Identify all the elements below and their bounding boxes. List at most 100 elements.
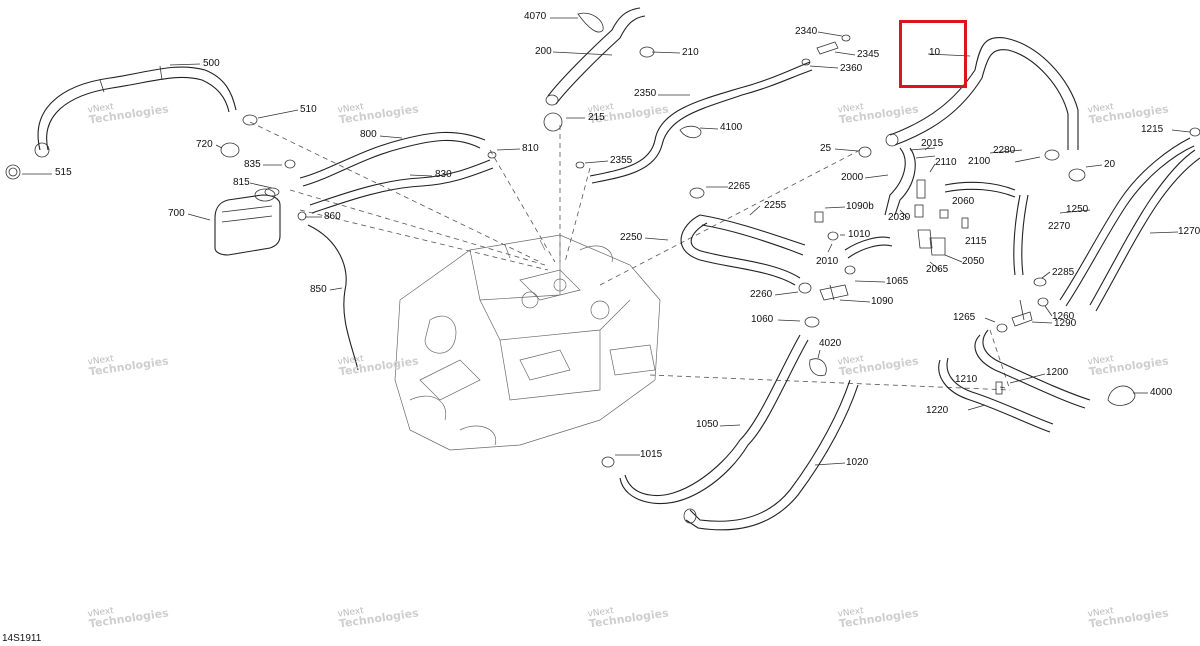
hose-1020 xyxy=(683,379,859,531)
part-label[interactable]: 4070 xyxy=(524,11,547,22)
part-label[interactable]: 1010 xyxy=(848,229,871,240)
part-label[interactable]: 2250 xyxy=(620,232,643,243)
part-label[interactable]: 10 xyxy=(929,47,941,58)
fitting-1210 xyxy=(995,381,1003,395)
clamp-2280 xyxy=(1044,149,1060,161)
clamp-1060 xyxy=(804,316,820,328)
part-label[interactable]: 2015 xyxy=(921,138,944,149)
part-label[interactable]: 800 xyxy=(360,129,377,140)
fitting-2345 xyxy=(816,41,839,55)
fitting-2030 xyxy=(914,204,924,218)
hose-2010 xyxy=(844,236,893,259)
hose-1200 xyxy=(974,329,1091,409)
part-label[interactable]: 1090b xyxy=(846,201,874,212)
fitting-1090 xyxy=(819,284,849,301)
part-label[interactable]: 2000 xyxy=(841,172,864,183)
hose-2270 xyxy=(1013,194,1029,276)
part-label[interactable]: 2265 xyxy=(728,181,751,192)
part-label[interactable]: 1290 xyxy=(1054,318,1077,329)
hose-1220 xyxy=(938,357,1054,433)
part-label[interactable]: 510 xyxy=(300,104,317,115)
fitting-2065 xyxy=(917,229,933,249)
part-label[interactable]: 2270 xyxy=(1048,221,1071,232)
fitting-2110 xyxy=(916,179,926,199)
part-label[interactable]: 4000 xyxy=(1150,387,1173,398)
part-label[interactable]: 200 xyxy=(535,46,552,57)
cap-215 xyxy=(543,112,563,132)
part-label[interactable]: 2060 xyxy=(952,196,975,207)
part-label[interactable]: 815 xyxy=(233,177,250,188)
part-label[interactable]: 2285 xyxy=(1052,267,1075,278)
part-label[interactable]: 215 xyxy=(588,112,605,123)
part-label[interactable]: 850 xyxy=(310,284,327,295)
part-label[interactable]: 20 xyxy=(1104,159,1116,170)
part-label[interactable]: 1090 xyxy=(871,296,894,307)
part-label[interactable]: 2030 xyxy=(888,212,911,223)
cap-720 xyxy=(220,142,240,158)
part-label[interactable]: 515 xyxy=(55,167,72,178)
part-label[interactable]: 2065 xyxy=(926,264,949,275)
fitting-2060 xyxy=(939,209,949,219)
part-label[interactable]: 1020 xyxy=(846,457,869,468)
label-leaders xyxy=(22,17,1191,466)
clamp-1260 xyxy=(1037,297,1049,307)
part-label[interactable]: 2260 xyxy=(750,289,773,300)
part-label[interactable]: 700 xyxy=(168,208,185,219)
hose-1250-1270 xyxy=(1059,137,1200,312)
part-label[interactable]: 2010 xyxy=(816,256,839,267)
part-label[interactable]: 835 xyxy=(244,159,261,170)
hose-2350 xyxy=(589,61,813,184)
part-label[interactable]: 25 xyxy=(820,143,832,154)
part-label[interactable]: 210 xyxy=(682,47,699,58)
part-label[interactable]: 1200 xyxy=(1046,367,1069,378)
part-label[interactable]: 500 xyxy=(203,58,220,69)
part-label[interactable]: 2340 xyxy=(795,26,818,37)
part-label[interactable]: 2115 xyxy=(965,236,987,247)
expansion-tank-700 xyxy=(214,187,281,256)
part-label[interactable]: 4020 xyxy=(819,338,842,349)
clamp-510 xyxy=(242,114,258,126)
part-label[interactable]: 2360 xyxy=(840,63,863,74)
part-label[interactable]: 720 xyxy=(196,139,213,150)
part-label[interactable]: 2110 xyxy=(935,157,957,168)
clamp-4020 xyxy=(809,358,827,377)
clamp-515 xyxy=(5,164,21,180)
part-label[interactable]: 2345 xyxy=(857,49,880,60)
part-label[interactable]: 2255 xyxy=(764,200,787,211)
engine xyxy=(394,234,661,451)
part-label[interactable]: 830 xyxy=(435,169,452,180)
part-label[interactable]: 810 xyxy=(522,143,539,154)
hose-800-830 xyxy=(299,131,494,214)
clamp-4070 xyxy=(577,12,604,33)
part-label[interactable]: 4100 xyxy=(720,122,743,133)
part-label[interactable]: 1065 xyxy=(886,276,909,287)
hose-2250 xyxy=(680,214,801,286)
part-label[interactable]: 1215 xyxy=(1141,124,1164,135)
clamp-810 xyxy=(487,151,497,159)
part-label[interactable]: 2050 xyxy=(962,256,985,267)
part-label[interactable]: 2355 xyxy=(610,155,633,166)
part-label[interactable]: 1015 xyxy=(640,449,663,460)
fitting-1290 xyxy=(1011,299,1033,327)
hose-200 xyxy=(545,7,646,106)
part-label[interactable]: 860 xyxy=(324,211,341,222)
clamp-2355 xyxy=(575,161,585,169)
part-label[interactable]: 1060 xyxy=(751,314,774,325)
part-label[interactable]: 1050 xyxy=(696,419,719,430)
clamp-1065 xyxy=(844,265,856,275)
part-label[interactable]: 1210 xyxy=(955,374,978,385)
hose-2000 xyxy=(884,147,916,216)
part-label[interactable]: 1250 xyxy=(1066,204,1089,215)
part-label[interactable]: 1265 xyxy=(953,312,976,323)
part-label[interactable]: 2280 xyxy=(993,145,1016,156)
part-label[interactable]: 1270 xyxy=(1178,226,1200,237)
hose-2255 xyxy=(699,214,806,256)
fitting-2050 xyxy=(929,237,946,256)
part-label[interactable]: 1220 xyxy=(926,405,949,416)
leader-lines xyxy=(249,121,1011,391)
part-label[interactable]: 2350 xyxy=(634,88,657,99)
part-label[interactable]: 2100 xyxy=(968,156,991,167)
clamp-1215 xyxy=(1189,127,1200,137)
fitting-1090b xyxy=(814,211,824,223)
part-label[interactable]: 1260 xyxy=(1052,311,1075,322)
